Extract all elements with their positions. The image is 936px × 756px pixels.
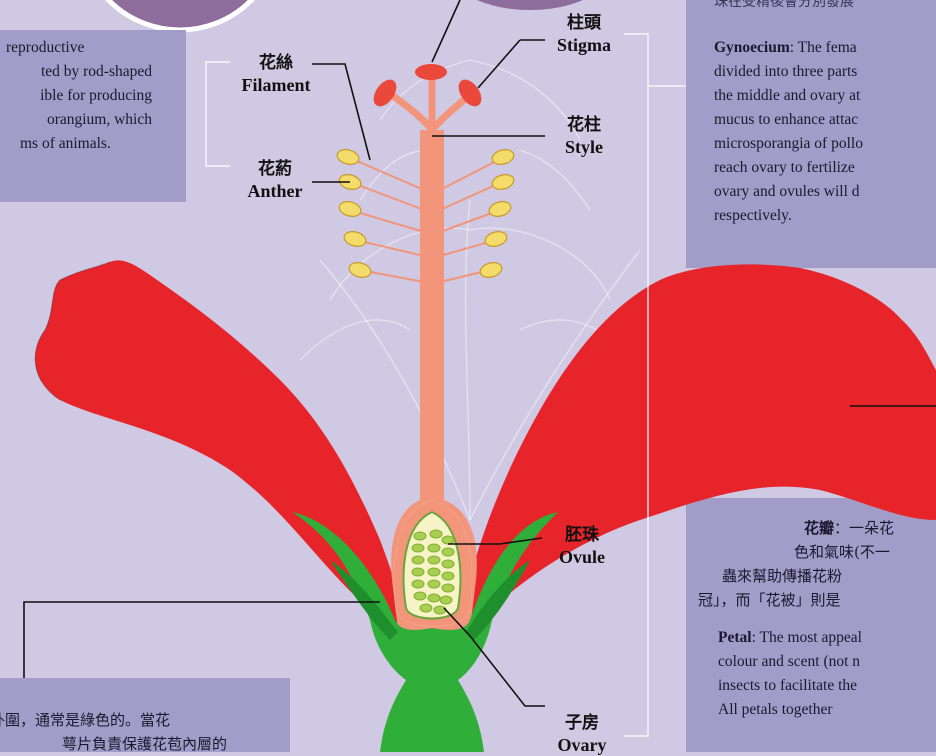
label-ovule: 胚珠 Ovule [542, 524, 622, 568]
petal-panel: 花瓣：一朵花 色和氣味(不一 蟲來幫助傳播花粉 冠」，而「花被」則是 Petal… [686, 498, 936, 752]
label-ovary-en: Ovary [542, 734, 622, 756]
petal-zh-line-2: 色和氣味(不一 [718, 540, 936, 564]
label-ovule-en: Ovule [542, 546, 622, 568]
stamen-line-4: orangium, which [0, 108, 186, 132]
petal-line-1: Petal: The most appeal [718, 626, 936, 650]
gynoecium-panel: 珠在受精後會分別發展 Gynoecium: The fema divided i… [686, 0, 936, 268]
petal-line-1-text: : The most appeal [752, 629, 862, 646]
gynoecium-line-5: microsporangia of pollo [714, 132, 936, 156]
stamen-line-3: ible for producing [0, 84, 186, 108]
sepal-zh-line-1: 外圍，通常是綠色的。當花 [0, 708, 290, 732]
label-anther: 花葯 Anther [230, 158, 320, 202]
label-style-en: Style [544, 136, 624, 158]
stamen-panel: reproductive ted by rod-shaped ible for … [0, 30, 186, 202]
stigma-top [415, 64, 447, 80]
petal-zh-line-3: 蟲來幫助傳播花粉 [718, 564, 936, 588]
label-anther-zh: 花葯 [230, 158, 320, 180]
petal-zh-line-1-text: ：一朵花 [834, 519, 894, 537]
stamen-line-5: ms of animals. [0, 132, 186, 156]
pollen-sphere-right [450, 0, 610, 10]
petal-term: Petal [718, 629, 752, 646]
gynoecium-line-1: Gynoecium: The fema [714, 36, 936, 60]
petal-line-2: colour and scent (not n [718, 650, 936, 674]
petal-zh-term: 花瓣 [804, 519, 834, 537]
gynoecium-line-8: respectively. [714, 204, 936, 228]
label-ovary: 子房 Ovary [542, 712, 622, 756]
sepal-zh-line-2: 萼片負責保護花苞內層的 [0, 732, 290, 752]
gynoecium-line-2: divided into three parts [714, 60, 936, 84]
label-stigma-zh: 柱頭 [544, 12, 624, 34]
stigma-branches [392, 80, 470, 140]
label-filament-en: Filament [226, 74, 326, 96]
petal-line-3: insects to facilitate the [718, 674, 936, 698]
gynoecium-line-7: ovary and ovules will d [714, 180, 936, 204]
stigma-left [369, 76, 401, 111]
petal-zh-line-4: 冠」，而「花被」則是 [698, 588, 936, 612]
sepal-panel: 外圍，通常是綠色的。當花 萼片負責保護花苞內層的 [0, 678, 290, 752]
stamen-line-2: ted by rod-shaped [0, 60, 186, 84]
petal-zh-line-1: 花瓣：一朵花 [718, 516, 936, 540]
label-style: 花柱 Style [544, 114, 624, 158]
label-filament-zh: 花絲 [226, 52, 326, 74]
gynoecium-line-4: mucus to enhance attac [714, 108, 936, 132]
gynoecium-zh-line: 珠在受精後會分別發展 [714, 0, 936, 14]
pollen-sphere-left [80, 0, 280, 30]
label-stigma: 柱頭 Stigma [544, 12, 624, 56]
label-anther-en: Anther [230, 180, 320, 202]
label-style-zh: 花柱 [544, 114, 624, 136]
gynoecium-line-6: reach ovary to fertilize [714, 156, 936, 180]
label-ovary-zh: 子房 [542, 712, 622, 734]
gynoecium-line-1-text: : The fema [790, 39, 857, 56]
gynoecium-term: Gynoecium [714, 39, 790, 56]
label-stigma-en: Stigma [544, 34, 624, 56]
stamen-line-1: reproductive [0, 36, 186, 60]
gynoecium-line-3: the middle and ovary at [714, 84, 936, 108]
label-filament: 花絲 Filament [226, 52, 326, 96]
label-ovule-zh: 胚珠 [542, 524, 622, 546]
petal-line-4: All petals together [718, 698, 936, 722]
